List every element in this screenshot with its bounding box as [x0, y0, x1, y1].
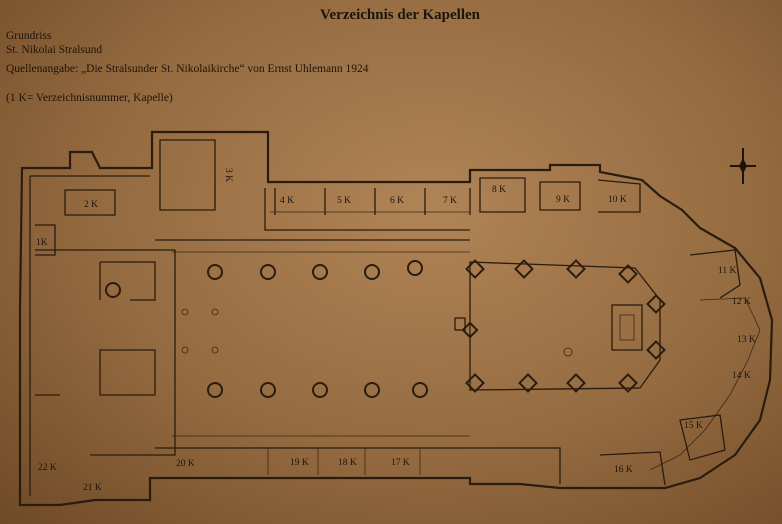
nave-pillars	[105, 260, 428, 398]
page-title: Verzeichnis der Kapellen	[320, 7, 480, 23]
west-tower	[35, 139, 216, 456]
choir	[454, 261, 661, 391]
chapel-label-2: 2 K	[84, 200, 98, 210]
chapel-label-21: 21 K	[83, 483, 102, 493]
chapel-label-6: 6 K	[390, 196, 404, 206]
nave	[155, 188, 471, 475]
chapel-label-13: 13 K	[737, 335, 756, 345]
header-line-2: St. Nikolai Stralsund	[6, 44, 103, 56]
chapel-label-12: 12 K	[732, 297, 751, 307]
chapel-label-8: 8 K	[492, 185, 506, 195]
chapel-label-4: 4 K	[280, 196, 294, 206]
chapel-label-1: 1K	[36, 238, 48, 248]
chapel-label-15: 15 K	[684, 421, 703, 431]
chapel-label-22: 22 K	[38, 463, 57, 473]
ambulatory	[470, 177, 761, 486]
chapel-label-17: 17 K	[391, 458, 410, 468]
source-note: Quellenangabe: „Die Stralsunder St. Niko…	[6, 63, 369, 75]
choir-pillars	[461, 259, 666, 393]
chapel-label-7: 7 K	[443, 196, 457, 206]
chapel-label-19: 19 K	[290, 458, 309, 468]
outer-wall	[18, 130, 774, 507]
header-line-1: Grundriss	[6, 30, 52, 42]
chapel-label-10: 10 K	[608, 195, 627, 205]
chapel-label-14: 14 K	[732, 371, 751, 381]
chapel-label-3: 3 K	[223, 168, 233, 182]
chapel-label-16: 16 K	[614, 465, 633, 475]
chapel-label-20: 20 K	[176, 459, 195, 469]
chapel-label-9: 9 K	[556, 195, 570, 205]
chapel-label-11: 11 K	[718, 266, 737, 276]
north-cross-icon	[730, 148, 756, 184]
chapel-label-5: 5 K	[337, 196, 351, 206]
chapel-label-18: 18 K	[338, 458, 357, 468]
legend-note: (1 K= Verzeichnisnummer, Kapelle)	[6, 92, 173, 104]
